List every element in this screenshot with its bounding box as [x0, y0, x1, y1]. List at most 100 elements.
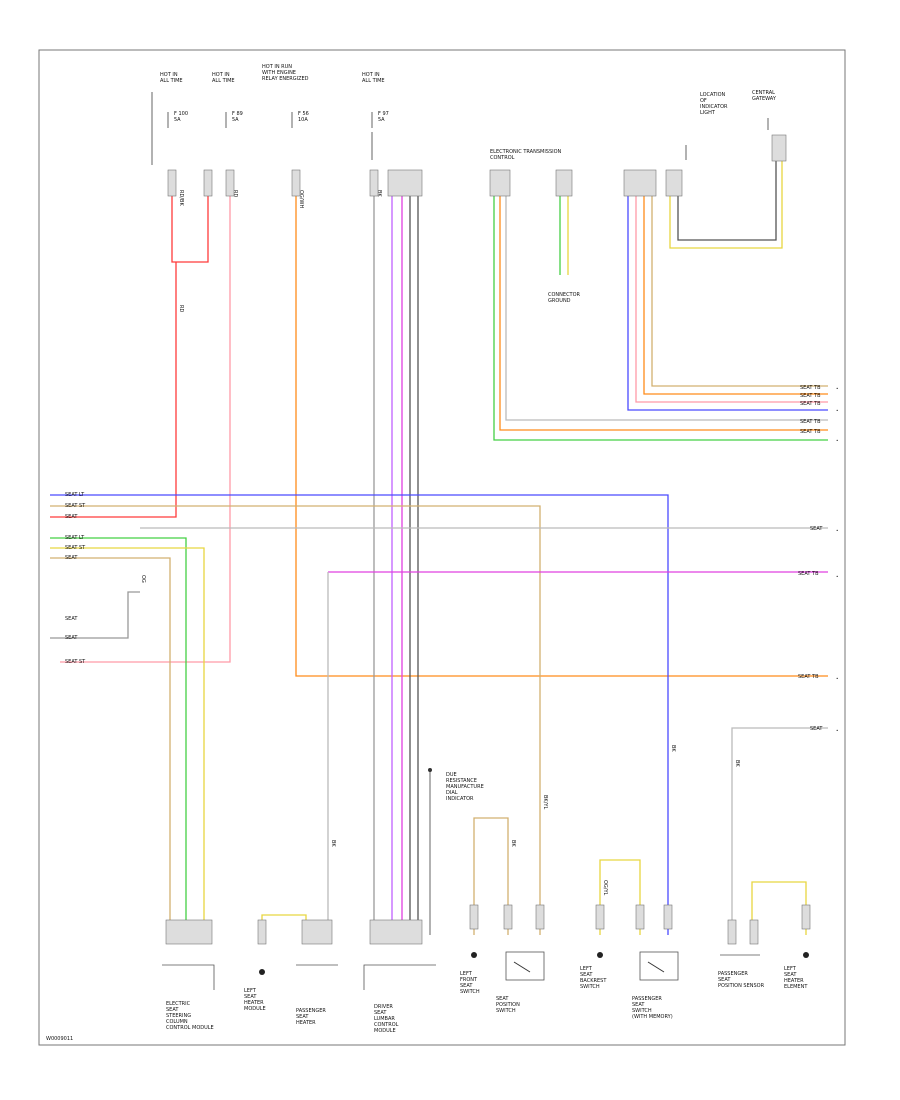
component-label: LEFT [580, 966, 593, 972]
left-wire-label: SEAT ST [65, 659, 86, 665]
wire-r-pink [635, 175, 828, 403]
component-label: FRONT [460, 977, 478, 983]
source-label: ALL TIME [160, 78, 183, 84]
source-label: ALL TIME [362, 78, 385, 84]
source-label: ALL TIME [212, 78, 235, 84]
component-label: ELEMENT [784, 984, 808, 990]
component-c4: DRIVER SEAT LUMBAR CONTROL MODULE [374, 1004, 399, 1034]
end-mark: • [836, 528, 838, 533]
component-label: POSITION [496, 1002, 520, 1008]
component-label: SEAT [784, 972, 797, 978]
right-wire-label: SEAT [810, 726, 823, 732]
component-label: LEFT [244, 988, 257, 994]
source-s3: HOT IN RUN WITH ENGINE RELAY ENERGIZED F… [262, 64, 309, 123]
wire-etc-1 [493, 175, 828, 441]
wire-pink [60, 175, 231, 663]
wire-blue [50, 494, 669, 935]
component-c7: LEFT SEAT BACKREST SWITCH [580, 966, 607, 990]
wire-orange [295, 175, 828, 677]
component-label: BACKREST [580, 978, 607, 984]
component-label: PASSENGER [632, 996, 662, 1002]
left-wire-label: SEAT LT [65, 535, 85, 541]
left-wire-label: SEAT ST [65, 545, 86, 551]
left-wire-label: SEAT [65, 635, 78, 641]
source-label: GATEWAY [752, 96, 777, 102]
source-s5: ELECTRONIC TRANSMISSION CONTROL [490, 149, 562, 161]
note-line: INDICATOR [446, 796, 474, 802]
component-c9: PASSENGER SEAT POSITION SENSOR [718, 971, 765, 989]
wire-lr-yellow [751, 881, 807, 935]
splice-note: DUE RESISTANCE MANUFACTURE DIAL INDICATO… [428, 768, 484, 802]
component-label: LEFT [784, 966, 797, 972]
component-label: LEFT [460, 971, 473, 977]
component-label: SEAT [632, 1002, 645, 1008]
source-label: LIGHT [700, 110, 716, 116]
wire-code: BK [376, 190, 382, 197]
wire-green [50, 537, 187, 935]
wire-code: OG [140, 575, 146, 583]
wire-mid-yellow [599, 859, 641, 935]
splice-dot [428, 768, 432, 772]
wire-code: OG/WH [298, 190, 304, 208]
wire-lr-gray [731, 727, 828, 935]
component-label: POSITION SENSOR [718, 983, 765, 989]
wire-lower-yellow [261, 914, 307, 935]
left-wire-label: SEAT ST [65, 503, 86, 509]
component-label: SEAT [460, 983, 473, 989]
source-label: LOCATION [700, 92, 726, 98]
wire-code: RD/BK [178, 190, 184, 206]
bottom-connectors [165, 904, 811, 945]
source-label: ELECTRONIC TRANSMISSION [490, 149, 562, 155]
wire-code: BK [670, 745, 676, 752]
component-label: MODULE [244, 1006, 266, 1012]
wire-red-b [50, 262, 177, 518]
wire-code: RD [178, 305, 184, 312]
component-c6: SEAT POSITION SWITCH [496, 996, 520, 1014]
component-label: SWITCH [496, 1008, 516, 1014]
wire-gray-small [50, 591, 140, 639]
component-label: CONTROL MODULE [166, 1025, 214, 1031]
source-label: CONTROL [490, 155, 515, 161]
source-s4: HOT IN ALL TIME F 97 5A [362, 72, 389, 123]
component-boxes [162, 951, 760, 990]
end-mark: • [836, 676, 838, 681]
note-line: CONNECTOR [548, 292, 581, 298]
wire-r-blue [627, 175, 828, 411]
source-label: RELAY ENERGIZED [262, 76, 309, 82]
wire-yellow [50, 547, 205, 935]
source-label: HOT IN [160, 72, 178, 78]
component-label: PASSENGER [296, 1008, 326, 1014]
fuse-label: F 97 [378, 111, 389, 117]
end-mark: • [836, 408, 838, 413]
source-s1: HOT IN ALL TIME F 100 5A [160, 72, 188, 123]
wire-code: BK [734, 760, 740, 767]
fuse-label: F 89 [232, 111, 243, 117]
component-label: SEAT [296, 1014, 309, 1020]
component-label: HEATER [296, 1020, 316, 1026]
right-labels: SEAT TB SEAT TB SEAT TB SEAT TB SEAT TB … [798, 385, 823, 732]
diagram-frame [38, 49, 846, 1046]
end-mark: • [836, 438, 838, 443]
right-wire-label: SEAT TB [800, 401, 821, 407]
component-label: SEAT [374, 1010, 387, 1016]
right-wire-label: SEAT TB [800, 385, 821, 391]
fuse-label: 5A [174, 117, 181, 123]
source-label: HOT IN [212, 72, 230, 78]
component-c2: LEFT SEAT HEATER MODULE [244, 988, 266, 1012]
wire-red-a [171, 175, 209, 263]
right-wire-label: SEAT TB [800, 393, 821, 399]
component-label: DRIVER [374, 1004, 393, 1010]
source-s7: CENTRAL GATEWAY [752, 90, 777, 102]
wire-code: BK [330, 840, 336, 847]
end-mark: • [836, 574, 838, 579]
source-s6: LOCATION OF INDICATOR LIGHT [700, 92, 728, 116]
component-c8: PASSENGER SEAT SWITCH (WITH MEMORY) [632, 996, 673, 1020]
wire-code: BK/YL [542, 795, 548, 809]
source-label: HOT IN [362, 72, 380, 78]
ground-symbols [259, 952, 809, 975]
source-label: WITH ENGINE [262, 70, 296, 76]
left-wire-label: SEAT [65, 514, 78, 520]
wire-r-orange [643, 175, 828, 395]
component-label: SWITCH [632, 1008, 652, 1014]
